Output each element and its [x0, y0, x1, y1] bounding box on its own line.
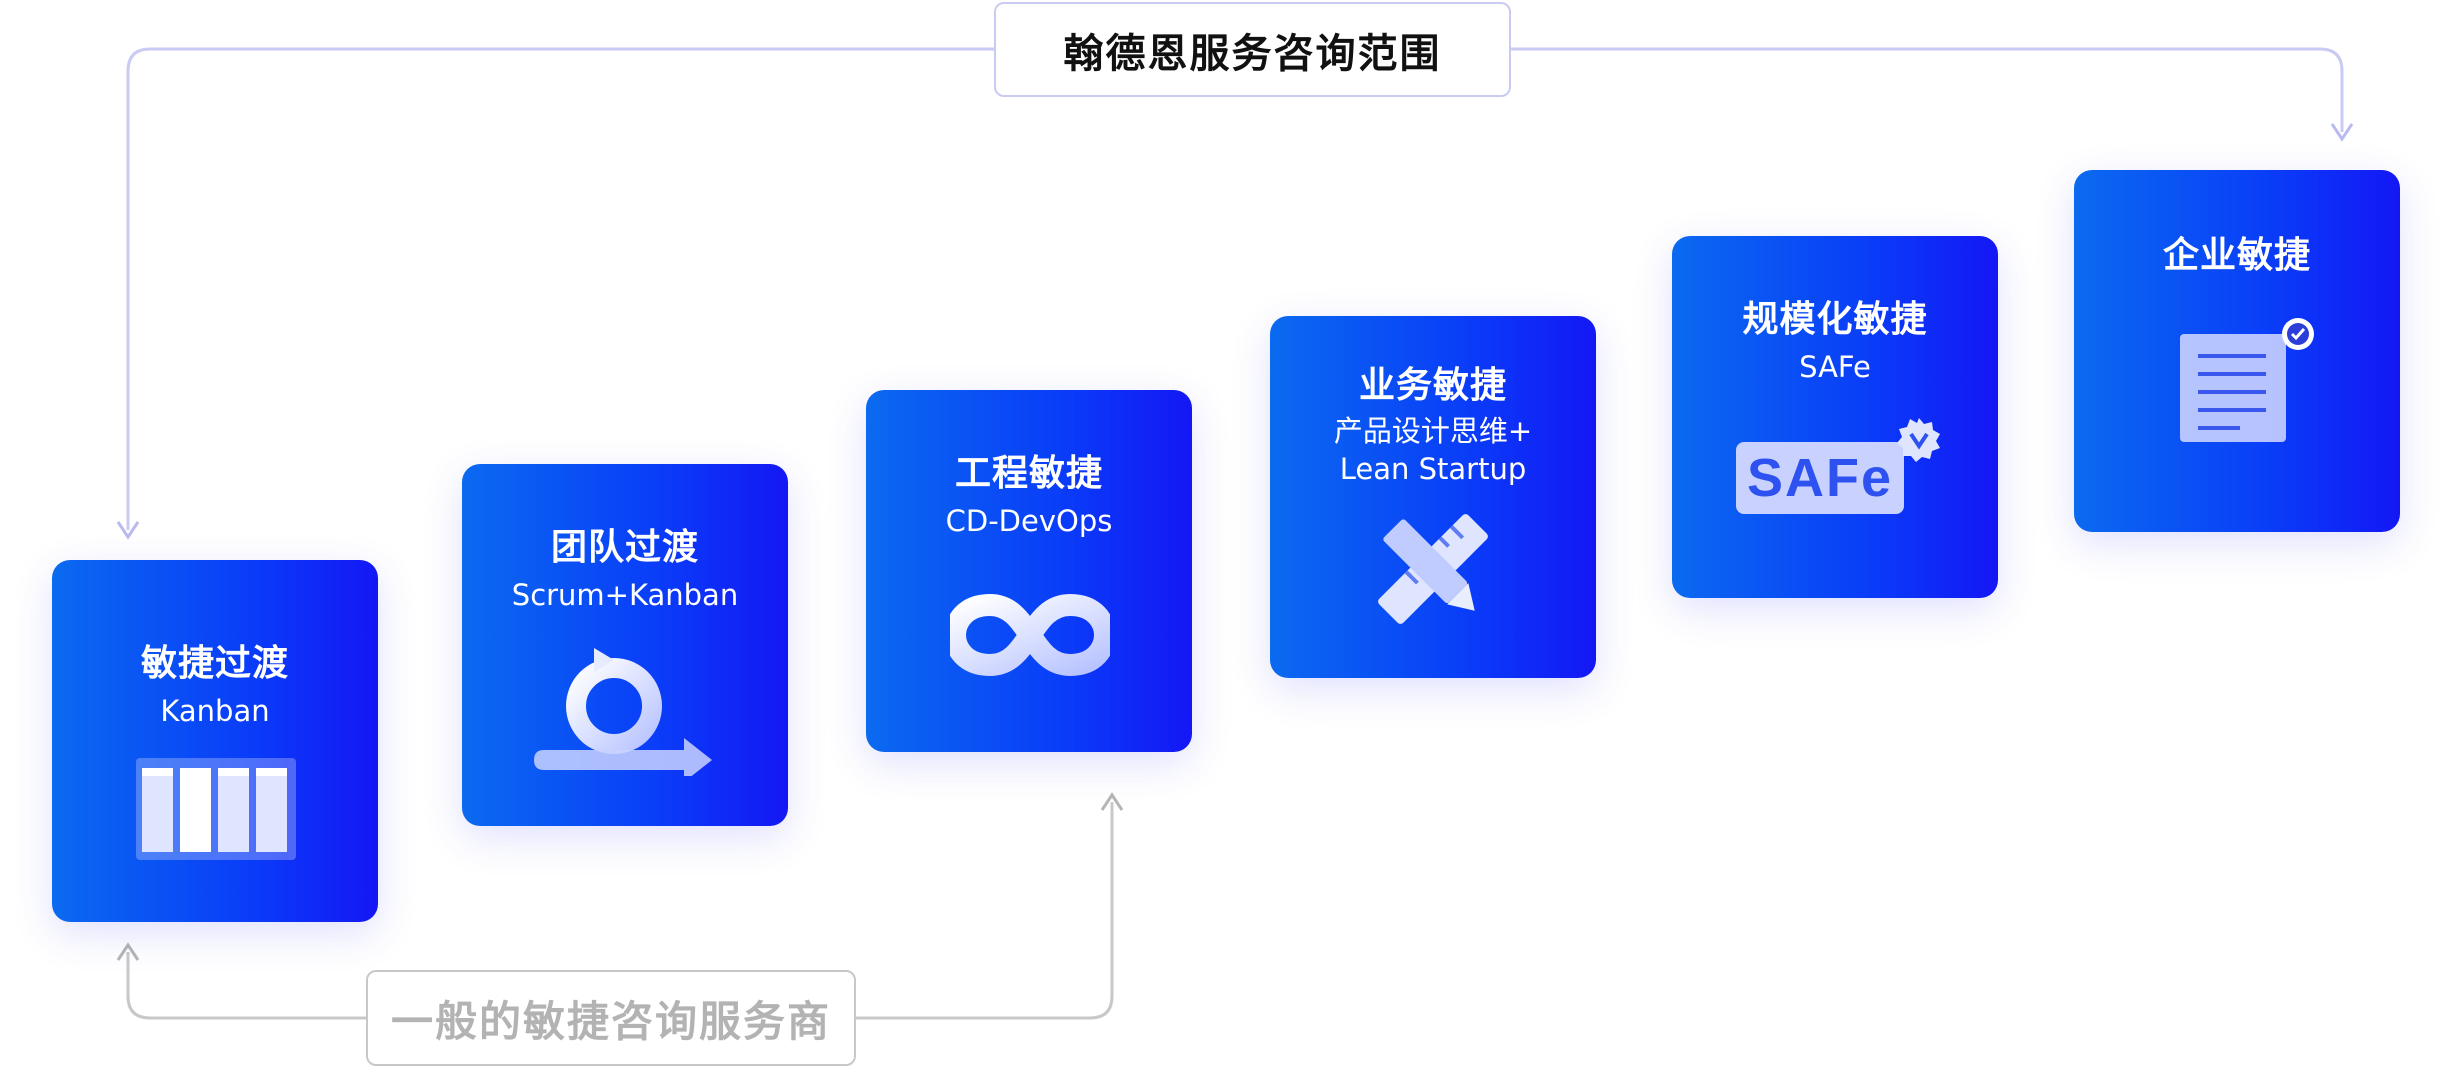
stage-subtitle-line2: Lean Startup: [1339, 452, 1527, 486]
bottom-scope-line-left: [126, 952, 366, 1020]
stage-card-scaled-agility: 规模化敏捷 SAFe SAFe: [1672, 236, 1998, 598]
infinity-icon: [950, 593, 1110, 677]
top-scope-label: 翰德恩服务咨询范围: [994, 2, 1511, 97]
stage-subtitle: CD-DevOps: [945, 504, 1113, 538]
bottom-scope-line-right: [856, 802, 1114, 1020]
kanban-board-icon: [136, 758, 296, 860]
checked-document-icon: [2180, 318, 2314, 442]
stage-card-enterprise-agility: 企业敏捷: [2074, 170, 2400, 532]
stage-subtitle: Kanban: [160, 694, 270, 728]
stage-card-business-agility: 业务敏捷 产品设计思维+ Lean Startup: [1270, 316, 1596, 678]
stage-subtitle: SAFe: [1799, 350, 1871, 384]
top-scope-line-left: [126, 47, 994, 530]
stage-title: 敏捷过渡: [140, 643, 289, 684]
stage-title: 工程敏捷: [954, 453, 1103, 494]
bottom-scope-arrow-right: [1100, 792, 1124, 811]
stage-title: 企业敏捷: [2162, 235, 2311, 276]
stage-subtitle: Scrum+Kanban: [511, 578, 739, 612]
top-scope-arrow-left: [116, 521, 140, 540]
bottom-scope-label: 一般的敏捷咨询服务商: [366, 970, 856, 1066]
pencil-ruler-icon: [1378, 514, 1488, 624]
cycle-arrow-icon: [534, 648, 712, 776]
bottom-scope-arrow-left: [116, 942, 140, 961]
stage-card-team-transition: 团队过渡 Scrum+Kanban: [462, 464, 788, 826]
stage-subtitle: 产品设计思维+: [1333, 414, 1533, 448]
safe-badge-icon: SAFe: [1736, 442, 1904, 514]
top-scope-line-right: [1511, 47, 2344, 132]
stage-title: 规模化敏捷: [1742, 299, 1928, 340]
top-scope-arrow-right: [2330, 123, 2354, 142]
stage-title: 团队过渡: [550, 527, 699, 568]
verified-badge-icon: [1897, 418, 1940, 462]
safe-badge-text: SAFe: [1746, 448, 1894, 508]
stage-card-agile-transition: 敏捷过渡 Kanban: [52, 560, 378, 922]
stage-card-engineering-agility: 工程敏捷 CD-DevOps: [866, 390, 1192, 752]
stage-title: 业务敏捷: [1358, 365, 1507, 406]
